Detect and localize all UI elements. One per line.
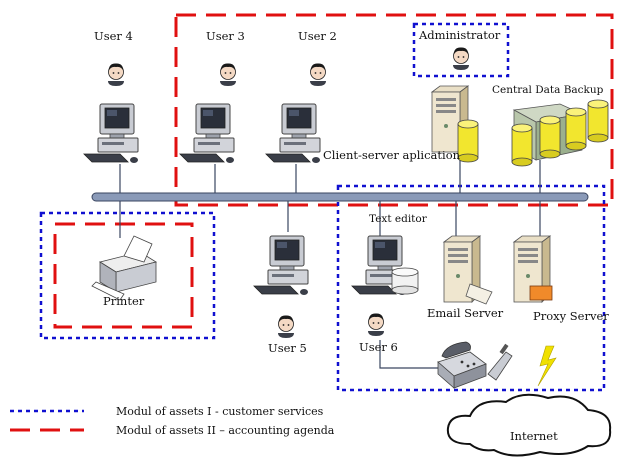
user6-person-icon (367, 312, 385, 337)
central-backup-label: Central Data Backup (492, 84, 604, 96)
user5-person-icon (277, 314, 295, 339)
legend-module1-label: Modul of assets I - customer services (116, 405, 324, 418)
user5-computer-icon (253, 235, 309, 296)
user2-person-icon (309, 62, 327, 87)
proxy-server-label: Proxy Server (533, 309, 609, 323)
lightning-icon (537, 345, 557, 387)
telephone-icon (437, 341, 487, 389)
module2-region-printer (53, 222, 194, 329)
printer-icon (91, 235, 158, 301)
module2-region-top (174, 13, 614, 207)
central-backup-icon (511, 99, 609, 167)
email-envelope-icon (465, 283, 493, 305)
text-editor-disk-icon (391, 267, 419, 295)
user4-computer-icon (83, 103, 139, 164)
mobile-phone-icon (487, 343, 513, 381)
user3-label: User 3 (206, 29, 245, 43)
user5-label: User 5 (268, 341, 307, 355)
legend-module2-label: Modul of assets II – accounting agenda (116, 424, 335, 437)
email-server-label: Email Server (427, 306, 504, 320)
user4-person-icon (107, 62, 125, 87)
user3-person-icon (219, 62, 237, 87)
application-db-icon (457, 119, 479, 163)
network-bus (91, 192, 589, 202)
user3-computer-icon (179, 103, 235, 164)
user2-computer-icon (265, 103, 321, 164)
client-server-label: Client-server aplication (323, 148, 461, 162)
administrator-person-icon (452, 46, 470, 71)
module1-region-servers (336, 184, 606, 392)
module1-region-admin (412, 22, 510, 78)
user6-label: User 6 (359, 340, 398, 354)
connections (119, 150, 541, 369)
printer-label: Printer (103, 294, 145, 308)
administrator-label: Administrator (418, 28, 501, 42)
user4-label: User 4 (94, 29, 133, 43)
internet-label: Internet (510, 429, 558, 443)
user2-label: User 2 (298, 29, 337, 43)
proxy-firewall-icon (529, 285, 553, 301)
internet-cloud-icon (446, 393, 612, 457)
text-editor-label: Text editor (369, 213, 428, 225)
module1-region-printer (39, 211, 216, 340)
